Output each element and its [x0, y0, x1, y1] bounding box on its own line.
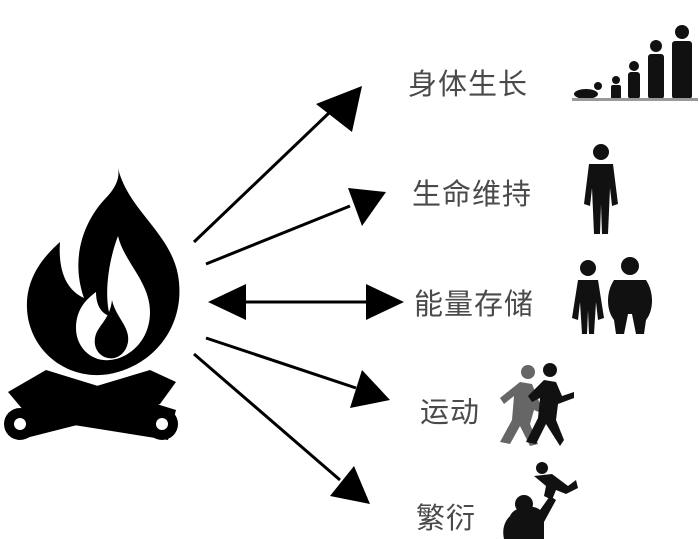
standing-person-icon: [584, 144, 618, 234]
target-label-life-maintenance: 生命维持: [412, 177, 533, 211]
target-label-reproduction: 繁衍: [416, 501, 477, 535]
target-label-growth: 身体生长: [408, 67, 529, 101]
arrow-motion: [205, 336, 390, 408]
arrow-reproduction: [193, 352, 370, 504]
arrows: [192, 86, 404, 504]
human-growth-stages-icon: [572, 25, 698, 101]
parent-holding-child-icon: [503, 462, 578, 539]
arrow-energy-two-way: [208, 284, 404, 320]
running-people-icon: [500, 363, 574, 446]
arrow-growth: [192, 86, 362, 244]
target-label-motion: 运动: [420, 395, 481, 429]
arrow-life: [205, 188, 386, 266]
campfire-icon: [4, 168, 180, 440]
target-label-energy-storage: 能量存储: [414, 287, 535, 321]
slim-and-heavy-person-icon: [572, 257, 652, 334]
